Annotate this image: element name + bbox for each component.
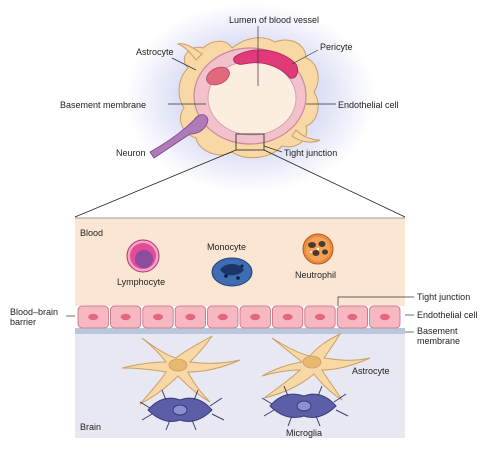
blood-cells: [126, 233, 334, 287]
bottom-astrocytes: [121, 332, 371, 405]
top-astrocyte-process-2: [291, 129, 321, 143]
microglia-left: [139, 389, 225, 431]
label-basement-line2: membrane: [417, 336, 460, 346]
monocyte: [211, 257, 253, 287]
endothelial-row: [77, 305, 401, 329]
zoom-lines: [74, 149, 406, 218]
pericyte: [233, 49, 298, 79]
label-lymphocyte: Lymphocyte: [117, 277, 165, 287]
label-microglia: Microglia: [286, 428, 322, 438]
microglia-cells: [139, 385, 349, 431]
endothelial-nucleus: [185, 313, 196, 321]
label-neutrophil: Neutrophil: [295, 270, 336, 280]
endothelial-nucleus: [153, 313, 163, 321]
vessel-cross-section: [125, 3, 375, 193]
microglia-right: [261, 385, 349, 427]
endothelial-nucleus: [250, 313, 261, 321]
tight-junction-box: [235, 133, 265, 151]
label-tight-junction-bottom: Tight junction: [417, 292, 470, 302]
bottom-leader-lines: [66, 296, 414, 333]
endothelial-nucleus: [347, 313, 358, 321]
label-bbb-line2: barrier: [10, 317, 36, 327]
top-astrocyte-process: [176, 43, 203, 61]
label-basement-line1: Basement: [417, 326, 458, 336]
endothelial-nucleus: [282, 313, 293, 321]
label-endothelial-cell-top: Endothelial cell: [338, 100, 399, 110]
brain-region: [75, 328, 405, 438]
endothelial-cells: [77, 305, 401, 329]
endothelial-nucleus: [379, 313, 390, 321]
label-brain: Brain: [80, 422, 101, 432]
neutrophil: [302, 233, 334, 265]
label-basement-membrane-top: Basement membrane: [60, 100, 146, 110]
top-leader-lines: [168, 26, 336, 153]
label-bbb-line1: Blood–brain: [10, 307, 58, 317]
label-monocyte: Monocyte: [207, 242, 246, 252]
neuron: [149, 114, 209, 159]
label-lumen: Lumen of blood vessel: [229, 15, 319, 25]
top-endothelial-nucleus: [206, 66, 230, 86]
top-labels: Lumen of blood vessel Astrocyte Pericyte…: [60, 15, 399, 158]
label-tight-junction-top: Tight junction: [284, 148, 337, 158]
label-astrocyte-bottom: Astrocyte: [352, 366, 390, 376]
label-neuron: Neuron: [116, 148, 146, 158]
label-pericyte: Pericyte: [320, 42, 353, 52]
bottom-labels: Blood Lymphocyte Monocyte Neutrophil Blo…: [10, 228, 478, 438]
endothelial-nucleus: [120, 313, 131, 321]
label-blood: Blood: [80, 228, 103, 238]
label-endothelial-cell-bottom: Endothelial cell: [417, 310, 478, 320]
label-astrocyte-top: Astrocyte: [136, 47, 174, 57]
endothelial-nucleus: [315, 313, 325, 321]
endothelial-nucleus: [88, 313, 99, 321]
lymphocyte: [126, 239, 160, 273]
basement-membrane-band: [75, 328, 405, 334]
endothelial-nucleus: [217, 313, 228, 321]
